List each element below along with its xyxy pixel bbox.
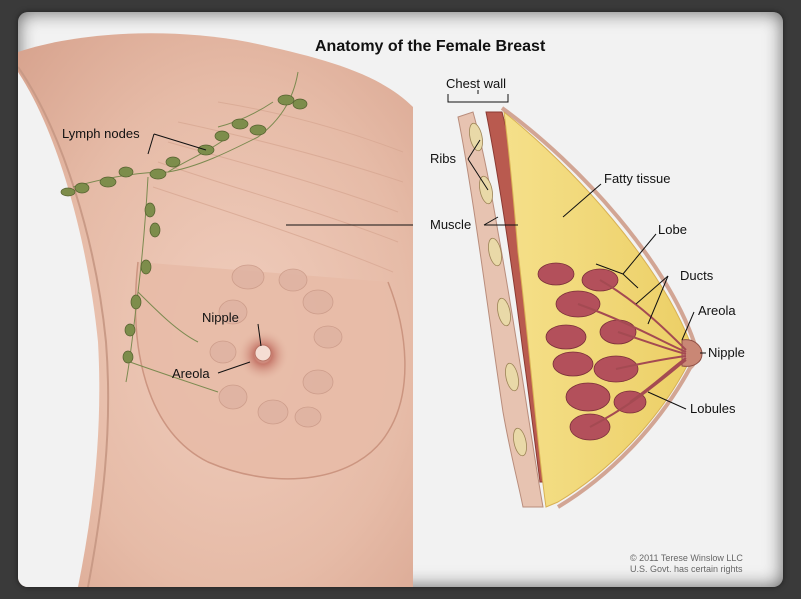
ribs <box>469 122 527 457</box>
front-nipple <box>254 344 272 362</box>
front-leader-lines <box>147 133 413 374</box>
illustration-panel: Lymph nodes Nipple Areola <box>18 12 783 587</box>
muscle-striations <box>152 101 404 273</box>
label-fatty-tissue: Fatty tissue <box>604 171 670 186</box>
label-lobe: Lobe <box>658 222 687 237</box>
label-lobules: Lobules <box>690 401 736 416</box>
label-ribs: Ribs <box>430 151 457 166</box>
label-ducts: Ducts <box>680 268 714 283</box>
breast-anatomy-diagram: Lymph nodes Nipple Areola <box>18 33 745 587</box>
lymph-nodes <box>60 94 308 364</box>
label-cross-nipple: Nipple <box>708 345 745 360</box>
label-front-areola: Areola <box>172 366 210 381</box>
label-front-nipple: Nipple <box>202 310 239 325</box>
credit-line-1: © 2011 Terese Winslow LLC <box>630 553 743 563</box>
front-lobules <box>209 264 343 428</box>
cross-section-view: Chest wall Ribs Muscle Fatty tissue Lobe… <box>430 76 745 509</box>
front-view: Lymph nodes Nipple Areola <box>18 33 413 587</box>
label-muscle: Muscle <box>430 217 471 232</box>
diagram-title: Anatomy of the Female Breast <box>315 38 546 55</box>
arm-shadow <box>18 72 100 587</box>
arm-edge <box>18 66 110 587</box>
label-cross-areola: Areola <box>698 303 736 318</box>
label-chest-wall: Chest wall <box>446 76 506 91</box>
credit-line-2: U.S. Govt. has certain rights <box>630 564 743 574</box>
ducts <box>577 279 687 428</box>
cross-nipple <box>681 339 703 367</box>
cross-leader-lines <box>447 90 706 410</box>
label-lymph-nodes: Lymph nodes <box>62 126 140 141</box>
